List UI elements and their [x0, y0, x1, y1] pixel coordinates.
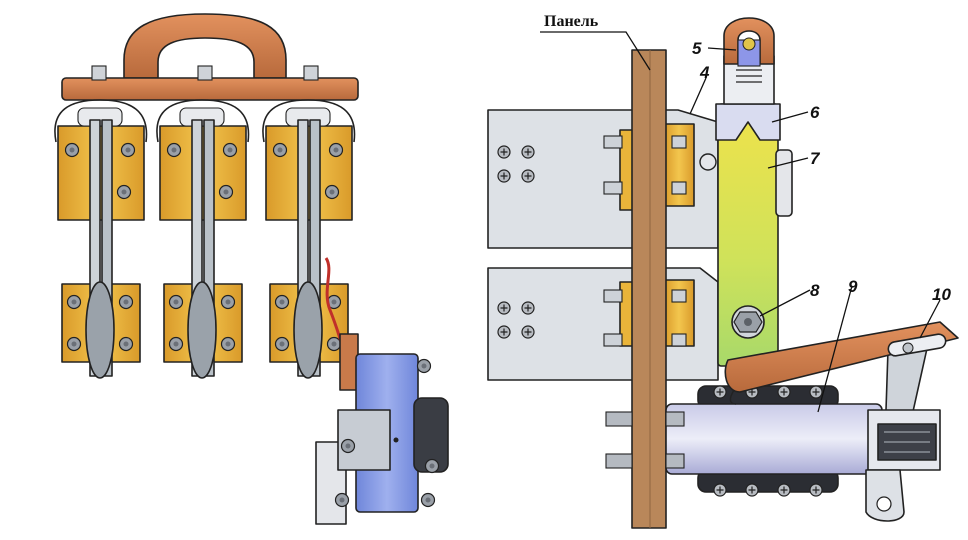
panel-label: Панель: [544, 13, 599, 30]
callout-5: 5: [692, 39, 702, 58]
leader-4: [689, 77, 707, 115]
callout-6: 6: [810, 103, 820, 122]
pole-1: [54, 99, 148, 379]
callout-10: 10: [932, 285, 951, 304]
panel-board: [631, 49, 667, 529]
left-view-switch: [54, 13, 449, 525]
leader-9: [817, 285, 853, 413]
eye-bolt-5: [723, 17, 775, 105]
nut-8: [731, 305, 765, 339]
pole-2: [156, 99, 250, 379]
leader-lines: [540, 31, 941, 413]
leader-8: [759, 289, 811, 317]
cap-6: [715, 103, 781, 141]
copper-handle: [123, 13, 287, 79]
panel-nuts: [605, 411, 685, 469]
callout-9: 9: [848, 277, 858, 296]
leader-7: [767, 157, 809, 169]
callout-7: 7: [810, 149, 821, 168]
leader-panel: [540, 31, 651, 71]
lever-10: [724, 321, 959, 405]
crossbar-bolts: [91, 65, 319, 81]
callout-8: 8: [810, 281, 820, 300]
arm-side-rail: [775, 149, 793, 217]
leader-10: [919, 299, 941, 339]
callout-4: 4: [699, 63, 710, 82]
copper-crossbar: [61, 77, 359, 101]
leader-6: [771, 111, 809, 123]
stud-bolts: [603, 135, 687, 347]
leader-5: [707, 47, 737, 51]
bottom-bracket: [865, 469, 905, 522]
right-view-side: Панель 4 5 6 7 8 9 10: [487, 13, 959, 529]
relay-housing: [315, 333, 449, 525]
